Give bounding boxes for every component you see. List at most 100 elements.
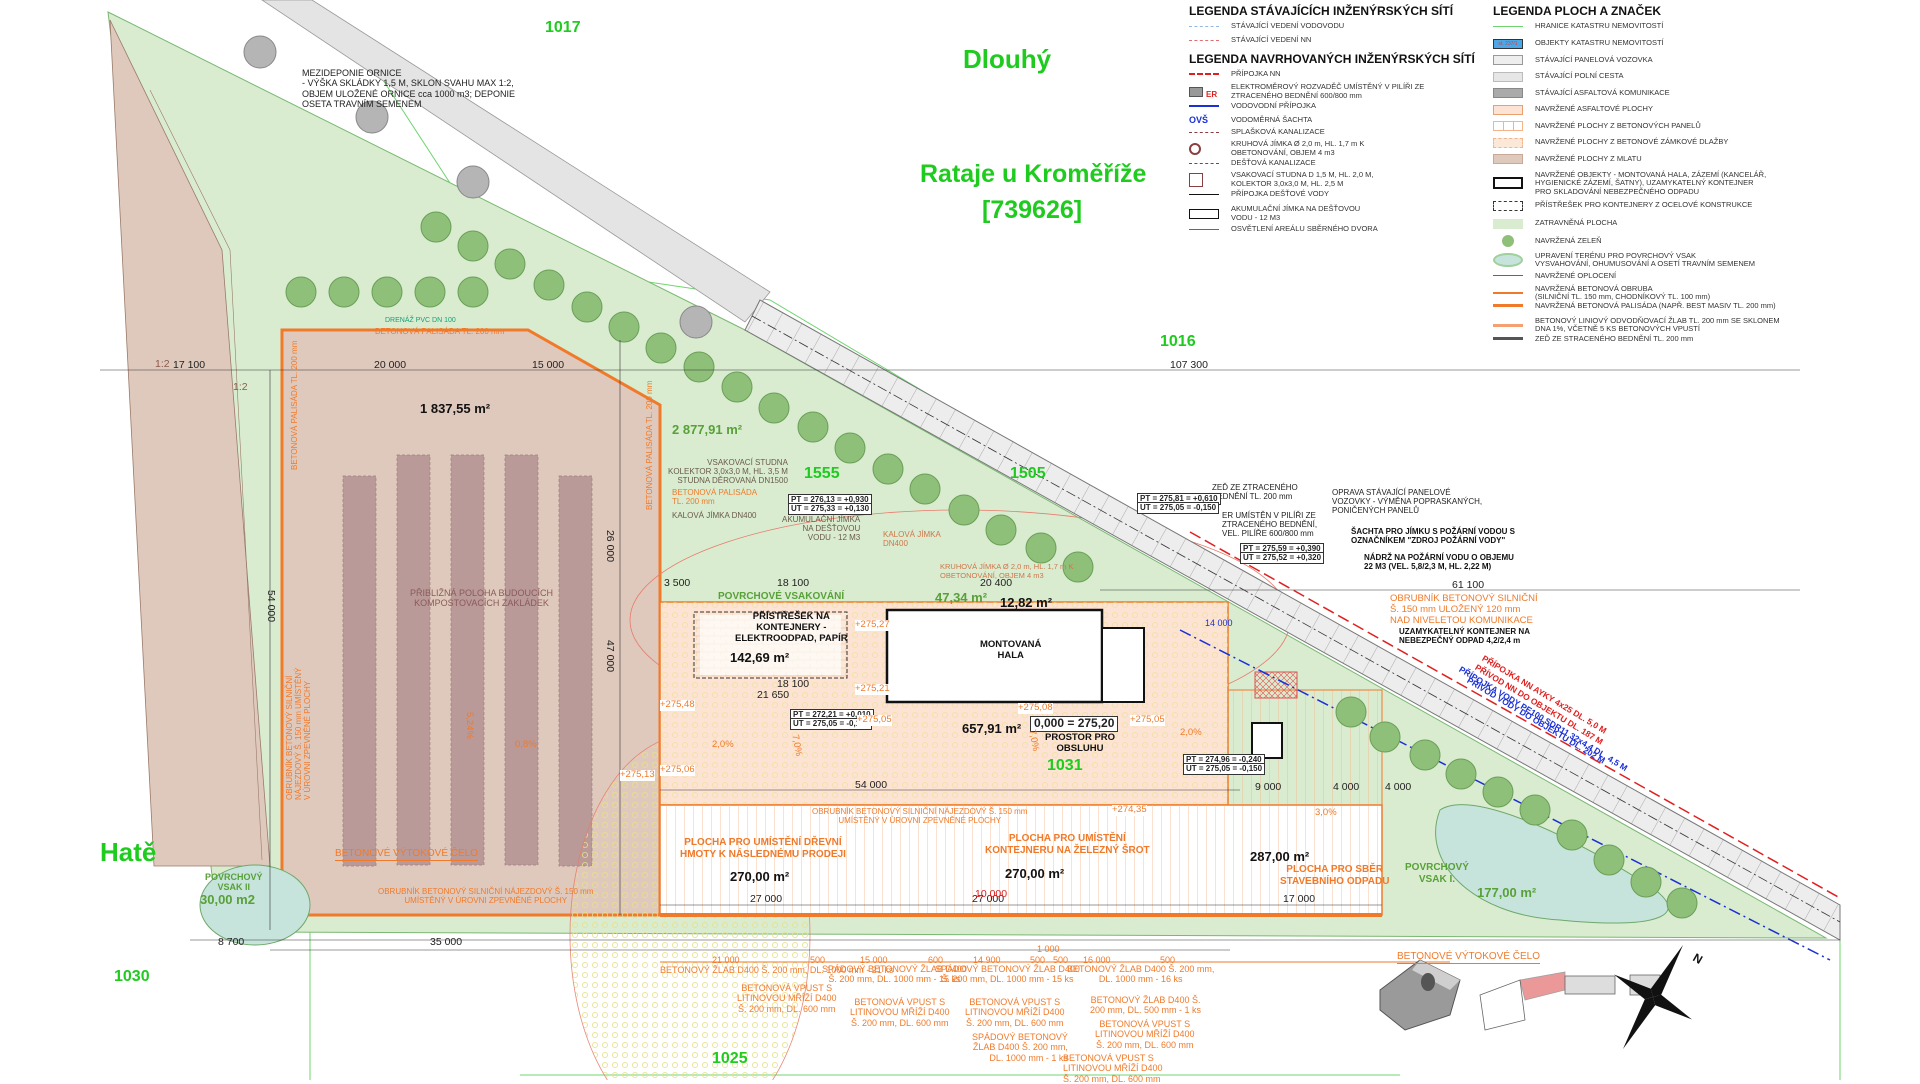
- drain-dim-8: 500: [1053, 955, 1069, 965]
- label-line: OBRUBNÍK BETONOVÝ SILNIČNÍ: [1390, 593, 1538, 604]
- legend-label: VODOVODNÍ PŘÍPOJKA: [1231, 101, 1317, 110]
- label-line: OBSLUHU: [1056, 742, 1104, 754]
- tree-icon: [533, 269, 565, 301]
- cadastre-hate: Hatě: [100, 837, 157, 867]
- label-line: PŘÍSTŘEŠEK NA: [752, 611, 830, 622]
- parcel-1031: 1031: [1047, 757, 1083, 774]
- parcel-1030: 1030: [114, 968, 150, 985]
- dim-18100-top: 18 100: [777, 577, 810, 589]
- existing-tree-icon: [243, 35, 277, 69]
- label-line: OBRUBNÍK BETONOVÝ SILNIČNÍ NÁJEZDOVÝ Š. …: [378, 887, 594, 896]
- legend-item: NAVRŽENÉ OBJEKTY - MONTOVANÁ HALA, ZÁZEM…: [1493, 170, 1766, 197]
- area-construction: 287,00 m²: [1250, 849, 1310, 864]
- legend-swatch: [1189, 162, 1219, 164]
- legend-swatch: [1493, 71, 1523, 82]
- label-line: BETONOVÝ ŽLAB D400 Š. 200 mm, DL. 1000 m…: [660, 965, 894, 975]
- tree-icon: [285, 276, 317, 308]
- tree-icon: [985, 514, 1017, 546]
- drain-dim-1: 21 000: [712, 955, 740, 965]
- tree-icon: [571, 291, 603, 323]
- legend-label: SPLAŠKOVÁ KANALIZACE: [1231, 127, 1325, 136]
- parcel-1025: 1025: [712, 1050, 748, 1067]
- legend-item: PŘÍSTŘEŠEK PRO KONTEJNERY Z OCELOVÉ KONS…: [1493, 200, 1752, 211]
- legend-swatch: OVŠ: [1189, 115, 1209, 125]
- legend-proposed-title: LEGENDA NAVRHOVANÝCH INŽENÝRSKÝCH SÍTÍ: [1189, 52, 1475, 66]
- tree-icon: [797, 411, 829, 443]
- zero-level: 0,000 = 275,20: [1030, 716, 1119, 732]
- level-ut-1: UT = 275,33 = +0,130: [788, 503, 873, 515]
- area-compost: 1 837,55 m²: [420, 401, 491, 416]
- tree-icon: [608, 311, 640, 343]
- label-line: LITINOVOU MŘÍŽÍ D400: [1063, 1063, 1163, 1074]
- label-line: VODU - 12 M3: [807, 533, 861, 543]
- label-palisade-right: BETONOVÁ PALISÁDA TL. 200 mm: [645, 380, 654, 510]
- cadastre-code: [739626]: [982, 196, 1083, 224]
- legend-swatch: [1189, 25, 1219, 27]
- tree-icon: [1519, 794, 1551, 826]
- dimension-lines: [100, 340, 1840, 951]
- tree-icon: [645, 332, 677, 364]
- label-line: KONTEJNERY -: [756, 621, 827, 633]
- existing-tree-icon: [355, 100, 389, 134]
- legend-swatch: [1189, 105, 1219, 108]
- legend-label: NAVRŽENÉ PLOCHY Z BETONOVÝCH PANELŮ: [1535, 120, 1701, 130]
- tree-icon: [834, 432, 866, 464]
- north-arrow-icon: [1614, 945, 1692, 1049]
- dim-17100: 17 100: [173, 359, 206, 371]
- elevation-2: +275,21: [855, 683, 890, 695]
- legend-existing-title: LEGENDA STÁVAJÍCÍCH INŽENÝRSKÝCH SÍTÍ: [1189, 4, 1454, 18]
- tree-icon: [1482, 776, 1514, 808]
- er-symbol-icon: ER: [1206, 89, 1218, 99]
- label-line: 200 mm, DL. 500 mm - 1 ks: [1090, 1005, 1202, 1016]
- legend-swatch: [1493, 292, 1523, 295]
- label-line: HALA: [997, 649, 1024, 661]
- tree-icon: [683, 351, 715, 383]
- tree-icon: [1409, 739, 1441, 771]
- label-palisade-left: BETONOVÁ PALISÁDA TL. 200 mm: [290, 340, 299, 470]
- legend-swatch: [1189, 228, 1219, 230]
- slope-b: 7,0%: [789, 733, 805, 757]
- slope-a: 2,0%: [712, 739, 734, 750]
- compost-windrows: [342, 454, 593, 867]
- legend-label: ELEKTROMĚROVÝ ROZVADĚČ UMÍSTĚNÝ V PILÍŘI…: [1231, 82, 1425, 100]
- label-line: VSAKOVACÍ STUDNA: [707, 458, 788, 467]
- label-line: BETONOVÁ VPUST S: [854, 997, 946, 1007]
- elevation-7: +275,08: [1018, 702, 1053, 714]
- legend-item: ER ELEKTROMĚROVÝ ROZVADĚČ UMÍSTĚNÝ V PILÍ…: [1189, 82, 1425, 100]
- legend-label: BETONOVÝ LINIOVÝ ODVODŇOVACÍ ŽLAB TL. 20…: [1535, 315, 1780, 334]
- label-drain: DRENÁŽ PVC DN 100: [385, 317, 456, 324]
- label-outlet-left: BETONOVÉ VÝTOKOVÉ ČELO: [335, 848, 479, 861]
- dim-54000-vertical: 54 000: [265, 589, 278, 623]
- legend-label: STÁVAJÍCÍ POLNÍ CESTA: [1535, 71, 1624, 81]
- label-line: UMÍSTĚNÝ V ÚROVNI ZPEVNĚNÉ PLOCHY: [404, 896, 568, 906]
- legend-item: NAVRŽENÉ PLOCHY Z BETONOVÉ ZÁMKOVÉ DLAŽB…: [1493, 137, 1728, 148]
- label-line: Š. 200 mm, DL. 1000 mm - 15 ks: [941, 974, 1074, 985]
- legend-label: STÁVAJÍCÍ ASFALTOVÁ KOMUNIKACE: [1535, 87, 1670, 97]
- legend-swatch: [1493, 323, 1523, 327]
- fire-tank: [1254, 671, 1298, 699]
- label-line: ZTRACENÉHO BEDNĚNÍ,: [1222, 520, 1318, 530]
- tree-icon: [1666, 887, 1698, 919]
- legend-areas-title: LEGENDA PLOCH A ZNAČEK: [1493, 4, 1661, 18]
- area-small: 12,82 m²: [1000, 595, 1053, 610]
- legend-swatch: [1189, 172, 1203, 187]
- tree-icon: [457, 276, 489, 308]
- label-line: KOLEKTOR 3,0x3,0 M, HL. 3,5 M: [668, 467, 788, 477]
- label-line: POVRCHOVÝ: [205, 872, 263, 882]
- legend-label: UPRAVENÍ TERÉNU PRO POVRCHOVÝ VSAK VYSVA…: [1535, 250, 1756, 269]
- legend-swatch: [1493, 88, 1523, 98]
- legend-swatch: [1189, 193, 1219, 195]
- dim-20000: 20 000: [374, 359, 407, 371]
- tree-icon: [872, 453, 904, 485]
- label-line: NEBEZPEČNÝ ODPAD 4,2/2,4 m: [1399, 636, 1521, 646]
- tree-icon: [494, 248, 526, 280]
- label-line: Š. 200 mm, DL. 600 mm: [850, 1017, 949, 1028]
- label-line: VEL. PILÍŘE 600/800 mm: [1222, 529, 1314, 539]
